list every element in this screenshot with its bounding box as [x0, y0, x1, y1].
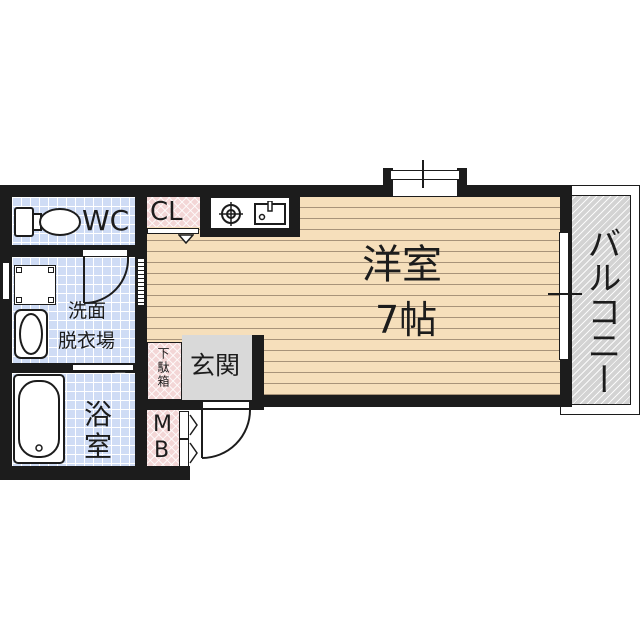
meter-door-arrow-icon: [189, 414, 198, 464]
main-room-label: 洋室: [362, 242, 442, 288]
meter-box: M B: [147, 410, 179, 466]
washroom-door-swing: [83, 257, 130, 305]
balcony-door-line: [548, 293, 582, 295]
closet-door-arrow-icon: [178, 234, 194, 244]
closet-label: CL: [150, 197, 183, 227]
bathroom-label-2: 室: [84, 430, 113, 463]
balcony-label: バルコニー: [581, 226, 621, 396]
bathroom-label-1: 浴: [84, 398, 113, 431]
entrance-label: 玄関: [190, 351, 241, 380]
closet-door[interactable]: [147, 228, 199, 234]
bathtub-icon: [13, 374, 65, 464]
main-room-size: 7帖: [375, 298, 438, 342]
entrance: 玄関: [182, 335, 252, 400]
kitchen-counter: [210, 197, 290, 229]
balcony: バルコニー: [571, 195, 631, 405]
meter-box-door-1[interactable]: [179, 411, 189, 439]
balcony-door[interactable]: [559, 232, 569, 360]
window-center-line: [422, 160, 424, 188]
meter-box-label-1: M: [153, 412, 172, 437]
shoe-box: 下駄箱: [147, 342, 182, 400]
entrance-door[interactable]: [202, 401, 250, 409]
washbasin-icon: [14, 309, 48, 359]
toilet-door[interactable]: [82, 249, 128, 257]
shoe-box-label: 下駄箱: [156, 347, 170, 389]
washroom-label-1: 洗面: [68, 300, 107, 322]
washing-machine: [14, 265, 56, 305]
entrance-wall-right: [252, 335, 264, 407]
outer-wall-top: [0, 185, 571, 197]
entrance-door-swing: [201, 408, 251, 459]
interior-wall-west: [135, 185, 147, 475]
washroom-sliding-door[interactable]: [137, 258, 145, 306]
bathroom: 浴 室: [12, 373, 135, 466]
top-window: [390, 170, 460, 180]
washroom: 洗面 脱衣場: [12, 257, 135, 363]
meter-wall-bottom: [135, 466, 190, 480]
washroom-window: [2, 262, 10, 300]
toilet-room: WC: [12, 197, 135, 245]
stove-icon: [219, 202, 243, 226]
bath-door[interactable]: [72, 364, 134, 371]
toilet-label: WC: [82, 204, 130, 237]
closet: CL: [147, 197, 200, 227]
sink-icon: [254, 201, 286, 225]
outer-wall-bottom-main: [252, 395, 572, 407]
meter-box-door-2[interactable]: [179, 439, 189, 467]
toilet-icon: [14, 207, 81, 237]
meter-box-label-2: B: [154, 438, 170, 463]
outer-wall-left: [0, 185, 12, 480]
washroom-label-2: 脱衣場: [58, 330, 116, 352]
